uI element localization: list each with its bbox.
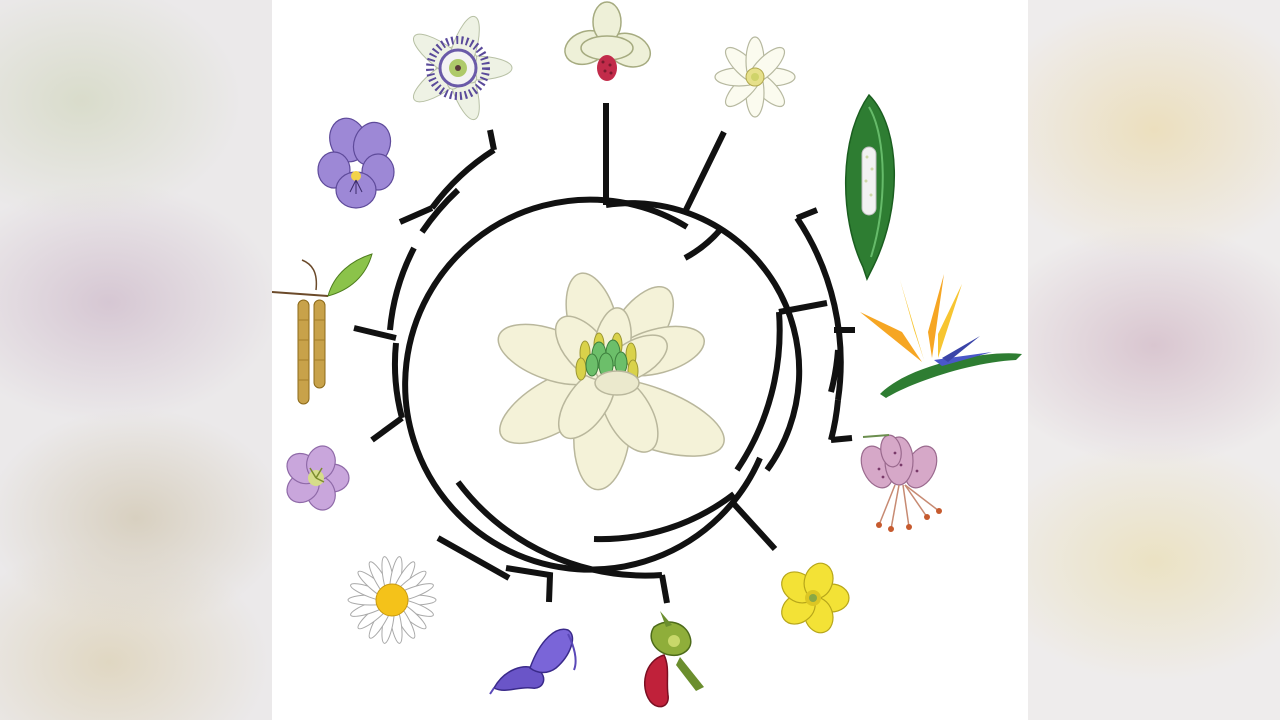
phylogeny-figure bbox=[272, 0, 1028, 720]
branch-water-lily bbox=[681, 130, 727, 216]
branch-eudicot-arc bbox=[593, 491, 736, 543]
phylogeny-svg bbox=[272, 1, 1022, 708]
phylogenetic-tree bbox=[353, 103, 855, 604]
branch-orchid-sage bbox=[659, 574, 670, 604]
branch-catkin bbox=[353, 325, 397, 341]
branch-water-lily-sub bbox=[683, 227, 723, 261]
branch-bird-inner bbox=[828, 349, 841, 393]
calla-spathe-flower-icon bbox=[845, 93, 895, 281]
bird-of-paradise-flower-icon bbox=[860, 274, 1022, 398]
branch-rosid-arc bbox=[391, 342, 405, 419]
branch-rosid-arc2 bbox=[387, 246, 417, 331]
water-lily-flower-icon bbox=[714, 36, 796, 118]
lily-flower-icon bbox=[860, 434, 942, 532]
branch-monocot-arc bbox=[734, 311, 783, 472]
branch-buttercup bbox=[731, 501, 778, 552]
left-blurred-background bbox=[0, 0, 272, 720]
magnolia-flower-icon bbox=[564, 1, 652, 81]
branch-sage bbox=[505, 565, 554, 603]
branch-monocot-connect bbox=[778, 300, 828, 315]
orchid-flower-icon bbox=[643, 611, 704, 708]
branch-calla bbox=[795, 207, 819, 221]
catkin-flower-icon bbox=[272, 253, 373, 405]
sage-flower-icon bbox=[489, 628, 577, 695]
branch-violet bbox=[398, 205, 434, 225]
tree-inner-arc bbox=[605, 200, 803, 472]
geranium-flower-icon bbox=[286, 445, 350, 511]
branch-asterid-arc bbox=[455, 480, 663, 579]
branch-geranium bbox=[370, 415, 404, 443]
branch-calla-arc bbox=[794, 216, 844, 401]
ancestral-flower-icon bbox=[497, 272, 725, 491]
branch-passion bbox=[487, 129, 497, 151]
branch-daisy bbox=[436, 535, 511, 581]
branch-lily bbox=[830, 435, 853, 443]
tree-root-arc bbox=[402, 196, 763, 573]
violet-flower-icon bbox=[317, 117, 395, 209]
right-blurred-background bbox=[1028, 0, 1280, 720]
branch-lily-arc bbox=[828, 399, 841, 441]
branch-passion-arc bbox=[419, 187, 461, 234]
passion-flower-icon bbox=[413, 15, 513, 121]
branch-violet-arc bbox=[429, 147, 496, 210]
buttercup-flower-icon bbox=[781, 562, 850, 634]
daisy-flower-icon bbox=[347, 556, 437, 644]
